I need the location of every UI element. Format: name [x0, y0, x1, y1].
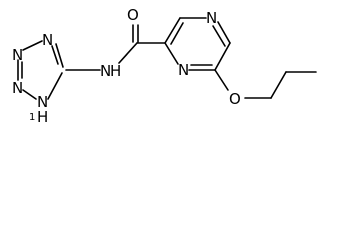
atom-label-h-amide: H: [110, 62, 121, 80]
atom-label-o-ether: O: [229, 90, 241, 108]
bond-n1-c2: [164, 42, 179, 65]
bond-n2-n1: [22, 89, 37, 100]
bond-n4-c5: [217, 21, 231, 44]
bond-c5-n4: [55, 43, 64, 68]
pyrazine-ring: [164, 17, 231, 71]
atom-label-n-tetrazole-nh: N: [37, 93, 48, 111]
atom-label-n-pyrazine-top: N: [206, 9, 217, 27]
bond-c6-oxygen: [214, 69, 229, 91]
bond-n4-n3: [22, 40, 43, 51]
atom-label-n-tetrazole-3: N: [12, 79, 23, 97]
propoxy-chain: [214, 69, 317, 99]
amide-linkage: [65, 24, 166, 71]
bond-n1-c5: [47, 72, 63, 100]
atom-label-o-carbonyl: O: [127, 6, 139, 24]
bond-c5-n4-double: [51, 45, 59, 65]
bond-ch2-ch2: [270, 71, 287, 99]
atom-label-n-amide: N: [100, 62, 111, 80]
atom-label-n-pyrazine-bottom: N: [178, 61, 189, 79]
atom-label-n-tetrazole-1: N: [42, 31, 53, 49]
bond-c2-c3-double: [170, 22, 184, 45]
atom-locant-tetrazole: 1: [29, 112, 35, 123]
bond-nh-carbonyl: [118, 42, 138, 64]
tetrazole-ring: [17, 40, 64, 100]
atom-label-n-tetrazole-2: N: [12, 46, 23, 64]
bond-c2-c3: [164, 17, 181, 44]
structure-diagram: O N H N N O N N N N H 1: [12, 6, 317, 126]
bond-n4-c5-double: [212, 25, 226, 47]
molecule-svg: O N H N N O N N N N H 1: [12, 6, 317, 126]
atom-label-h-tetrazole: H: [37, 108, 48, 126]
bond-c5-c6: [214, 42, 231, 71]
